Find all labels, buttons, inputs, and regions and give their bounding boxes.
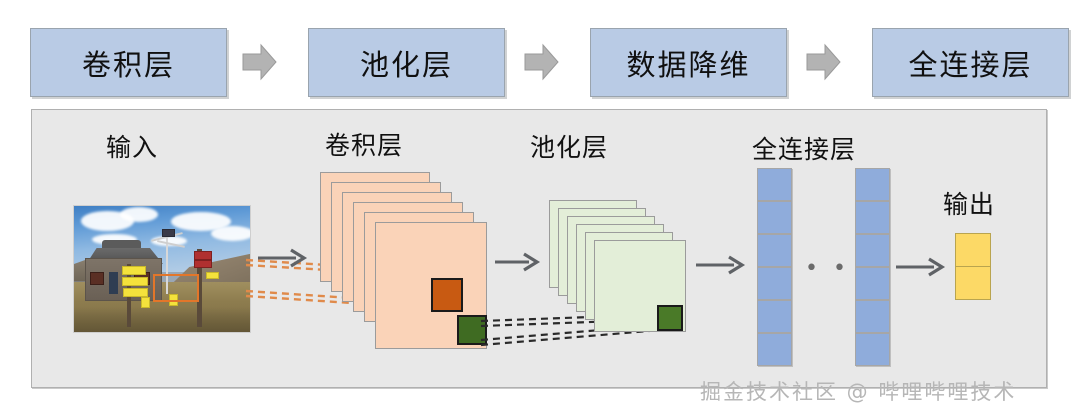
fc-node — [855, 201, 890, 234]
conv-cell-orange — [431, 278, 463, 312]
photo-cloud — [91, 233, 138, 246]
pool-cell-green — [657, 305, 683, 331]
pipeline-step-label: 池化层 — [359, 47, 453, 82]
output-node — [955, 266, 991, 300]
photo-sign — [121, 266, 147, 275]
pipeline-arrow-2-icon — [524, 43, 559, 81]
photo-cloud — [119, 207, 159, 223]
photo-traffic-light — [193, 251, 212, 260]
fc-node — [855, 234, 890, 267]
photo-cloud — [211, 226, 250, 242]
photo-sign — [206, 271, 219, 279]
pipeline-step-reduce[interactable]: 数据降维 — [590, 28, 787, 97]
pipeline-step-conv[interactable]: 卷积层 — [30, 28, 227, 97]
photo-highlight-box — [153, 274, 200, 302]
arrow-pool-to-fc-icon — [696, 255, 746, 275]
fc-node — [757, 333, 792, 366]
fc-node — [855, 333, 890, 366]
photo-ground-shadow — [74, 306, 250, 332]
photo-cloud — [170, 212, 231, 232]
label-pool: 池化层 — [530, 133, 609, 162]
fc-node — [757, 168, 792, 201]
arrow-conv-to-pool-icon — [495, 252, 541, 272]
photo-sign — [140, 296, 150, 308]
fc-node — [855, 267, 890, 300]
fc-node — [757, 234, 792, 267]
watermark: 掘金技术社区 @ 哔哩哔哩技术 — [700, 380, 1017, 404]
arrow-input-to-conv-icon — [258, 248, 308, 268]
fc-node — [855, 300, 890, 333]
photo-door — [109, 271, 118, 295]
label-fc: 全连接层 — [752, 135, 857, 164]
pipeline-step-label: 全连接层 — [908, 47, 1033, 82]
arrow-fc-to-output-icon — [896, 257, 946, 277]
pipeline-step-label: 数据降维 — [626, 47, 751, 82]
photo-solar-panel — [162, 228, 175, 237]
photo-chimney — [102, 240, 141, 252]
photo-cloud — [151, 236, 187, 247]
photo-signpost — [197, 248, 203, 327]
photo-window — [89, 271, 105, 285]
pipeline-step-label: 卷积层 — [81, 47, 175, 82]
fc-node — [855, 168, 890, 201]
photo-sign — [123, 287, 149, 298]
pipeline-arrow-3-icon — [806, 43, 841, 81]
photo-traffic-light — [193, 260, 212, 269]
label-conv: 卷积层 — [325, 131, 404, 160]
label-output: 输出 — [943, 190, 996, 219]
output-node — [955, 233, 991, 267]
fc-node — [757, 300, 792, 333]
pipeline-step-pool[interactable]: 池化层 — [308, 28, 505, 97]
photo-mast — [165, 233, 168, 295]
pipeline-arrow-1-icon — [242, 43, 277, 81]
input-image — [73, 205, 251, 333]
fc-node — [757, 267, 792, 300]
label-input: 输入 — [106, 133, 159, 162]
photo-sign — [121, 276, 149, 287]
fc-node — [757, 201, 792, 234]
pipeline-step-fc[interactable]: 全连接层 — [872, 28, 1069, 97]
